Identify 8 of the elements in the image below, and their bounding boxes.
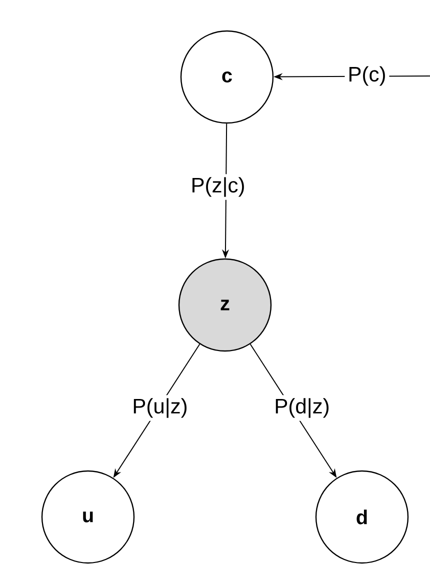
circle-node: c [180, 30, 274, 124]
circle-node: d [315, 470, 409, 564]
circle-node: z [178, 258, 272, 352]
circle-node: u [41, 470, 135, 564]
edge-label: P(u|z) [129, 395, 191, 421]
edge-label: P(d|z) [271, 395, 333, 421]
edge-label: P(z|c) [188, 174, 248, 200]
edge-label: P(c) [344, 63, 390, 89]
